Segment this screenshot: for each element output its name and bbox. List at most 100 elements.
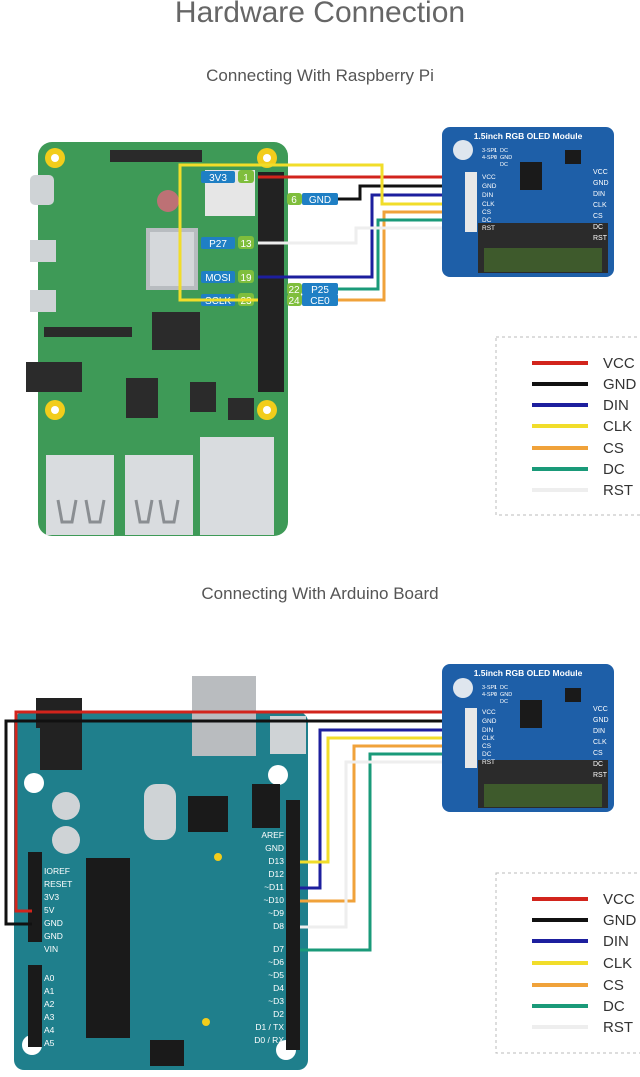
module-pin-left-din: DIN (482, 192, 494, 199)
legend-bottom-label-gnd: GND (603, 912, 637, 929)
module-title: 1.5inch RGB OLED Module (474, 131, 583, 141)
module-pin-right-din: DIN (593, 191, 605, 198)
module-bottom-switch-4spi: 4-SPI (482, 692, 496, 698)
module-bottom-pin-right-gnd: GND (593, 717, 609, 724)
arduino-pin-d1-tx: D1 / TX (255, 1022, 284, 1032)
arduino-pin-gnd-r: GND (265, 843, 284, 853)
arduino-pin-d7: D7 (273, 944, 284, 954)
legend-top-label-din: DIN (603, 397, 629, 414)
module-pin-right-dc: DC (593, 224, 603, 231)
pi-pin-name-p25: P25 (311, 285, 329, 296)
module-pin-left-rst: RST (482, 225, 495, 232)
arduino-pin-d3: ~D3 (268, 996, 284, 1006)
oled-module-top: 1.5inch RGB OLED Module 3-SPI 4-SPI 1 0 … (442, 127, 614, 277)
pi-wire-dc (338, 218, 466, 291)
pi-wire-cs (338, 210, 466, 302)
pi-pin-number-1: 1 (243, 173, 249, 184)
module-bottom-switch-side-dc: DC (500, 685, 508, 691)
arduino-left-header-labels: IOREF RESET 3V3 5V GND GND VIN A0 A1 A2 … (44, 866, 72, 1048)
module-bottom-pin-right-rst: RST (593, 772, 608, 779)
raspberry-pi-board (26, 142, 288, 536)
module-switch-side-dc: DC (500, 148, 508, 154)
module-switch-code-0: 0 (494, 155, 497, 161)
arduino-wire-dc (300, 752, 466, 952)
module-pin-left-gnd: GND (482, 183, 497, 190)
legend-top: VCC GND DIN CLK CS DC RST (495, 336, 640, 516)
module-pin-left-clk: CLK (482, 201, 495, 208)
arduino-pin-a4: A4 (44, 1025, 55, 1035)
module-switch-side-dc2: DC (500, 162, 508, 168)
module-bottom-pin-right-clk: CLK (593, 739, 607, 746)
module-bottom-pin-right-din: DIN (593, 728, 605, 735)
oled-module-bottom: 1.5inch RGB OLED Module 3-SPI 4-SPI 1 0 … (442, 664, 614, 812)
module-switch-3spi: 3-SPI (482, 148, 496, 154)
module-bottom-switch-3spi: 3-SPI (482, 685, 496, 691)
arduino-section-title: Connecting With Arduino Board (201, 584, 439, 603)
arduino-pin-3v3: 3V3 (44, 892, 59, 902)
module-pin-left-vcc: VCC (482, 174, 496, 181)
arduino-wires (4, 710, 466, 952)
legend-top-label-gnd: GND (603, 376, 637, 393)
module-bottom-pin-left-din: DIN (482, 727, 494, 734)
legend-bottom-label-rst: RST (603, 1019, 633, 1036)
module-bottom-pin-right-vcc: VCC (593, 706, 608, 713)
arduino-right-header-labels: AREF GND D13 D12 ~D11 ~D10 ~D9 D8 D7 ~D6… (254, 830, 284, 1045)
pi-pin-name-mosi: MOSI (205, 273, 231, 284)
arduino-pin-d5: ~D5 (268, 970, 284, 980)
pi-pin-name-p27: P27 (209, 239, 227, 250)
legend-bottom-label-clk: CLK (603, 955, 632, 972)
arduino-pin-d8: D8 (273, 921, 284, 931)
arduino-wire-clk (300, 736, 466, 864)
module-bottom-switch-side-dc2: DC (500, 699, 508, 705)
module-pin-right-rst: RST (593, 235, 608, 242)
module-bottom-pin-right-dc: DC (593, 761, 603, 768)
arduino-pin-d10: ~D10 (263, 895, 284, 905)
module-pin-right-cs: CS (593, 213, 603, 220)
arduino-wire-gnd (4, 719, 466, 926)
pi-wire-gnd (338, 184, 466, 201)
arduino-pin-gnd-2: GND (44, 931, 63, 941)
module-bottom-pin-left-dc: DC (482, 751, 492, 758)
arduino-pin-a2: A2 (44, 999, 55, 1009)
arduino-pin-5v: 5V (44, 905, 55, 915)
pi-pin-name-3v3: 3V3 (209, 173, 227, 184)
legend-bottom-label-din: DIN (603, 933, 629, 950)
pi-pin-number-19: 19 (240, 273, 252, 284)
module-bottom-switch-code-1: 1 (494, 685, 497, 691)
module-bottom-title: 1.5inch RGB OLED Module (474, 668, 583, 678)
pi-pin-name-gnd: GND (309, 195, 331, 206)
module-pin-right-gnd: GND (593, 180, 609, 187)
arduino-pin-a0: A0 (44, 973, 55, 983)
arduino-pin-reset: RESET (44, 879, 72, 889)
arduino-board (14, 676, 308, 1070)
legend-bottom: VCC GND DIN CLK CS DC RST (495, 872, 640, 1054)
pi-pin-name-ce0: CE0 (310, 296, 330, 307)
module-bottom-pin-left-vcc: VCC (482, 709, 496, 716)
arduino-pin-d12: D12 (268, 869, 284, 879)
module-pin-left-cs: CS (482, 209, 492, 216)
arduino-pin-d11: ~D11 (264, 882, 284, 892)
arduino-pin-d2: D2 (273, 1009, 284, 1019)
module-bottom-pin-left-gnd: GND (482, 718, 497, 725)
module-switch-code-1: 1 (494, 148, 497, 154)
arduino-pin-ioref: IOREF (44, 866, 70, 876)
arduino-pin-d13: D13 (268, 856, 284, 866)
module-pin-right-clk: CLK (593, 202, 607, 209)
module-switch-4spi: 4-SPI (482, 155, 496, 161)
legend-bottom-label-dc: DC (603, 998, 625, 1015)
module-bottom-pin-left-cs: CS (482, 743, 492, 750)
arduino-wire-cs (300, 744, 466, 903)
arduino-pin-gnd-1: GND (44, 918, 63, 928)
arduino-wire-din (300, 728, 466, 890)
legend-top-label-vcc: VCC (603, 355, 635, 372)
module-switch-side-gnd: GND (500, 155, 512, 161)
legend-top-label-clk: CLK (603, 418, 632, 435)
pi-wire-din (258, 193, 466, 279)
pi-pin-number-22: 22 (288, 285, 300, 296)
module-bottom-switch-code-0: 0 (494, 692, 497, 698)
pi-pin-number-6: 6 (291, 195, 297, 206)
legend-top-label-dc: DC (603, 461, 625, 478)
arduino-pin-a5: A5 (44, 1038, 55, 1048)
module-bottom-switch-side-gnd: GND (500, 692, 512, 698)
